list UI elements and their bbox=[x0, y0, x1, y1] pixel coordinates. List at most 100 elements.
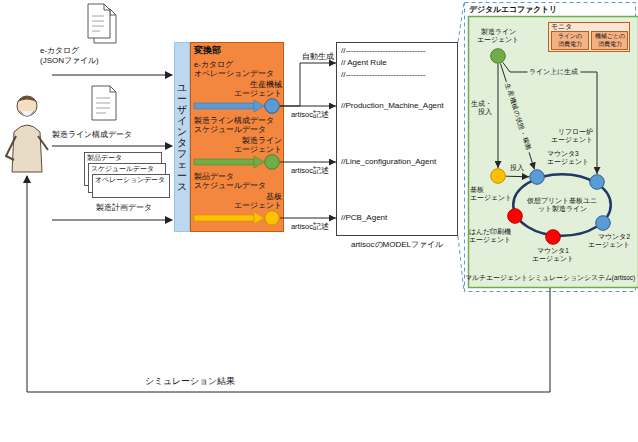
code-line: //PCB_Agent bbox=[341, 213, 387, 223]
model-file-box-fill bbox=[337, 43, 458, 236]
file-caption: artisocのMODELファイル bbox=[351, 240, 443, 250]
circle-outline bbox=[595, 215, 611, 231]
monitor-box: モニタラインの 消費電力機械ごとの 消費電力 bbox=[548, 22, 630, 52]
agent-node: 製造ライン エージェント bbox=[490, 48, 506, 64]
connector bbox=[280, 162, 336, 163]
interface-band: ユーザインタフェース bbox=[174, 42, 190, 232]
person-arm bbox=[38, 136, 48, 150]
data-label: 製造ライン構成データ スケジュールデータ bbox=[194, 116, 274, 134]
power-box: 機械ごとの 消費電力 bbox=[591, 31, 628, 50]
input-arrow bbox=[52, 75, 172, 76]
circle-outline bbox=[589, 174, 605, 190]
document-fold bbox=[104, 4, 110, 10]
feedback-line bbox=[27, 176, 550, 392]
circle-outline bbox=[545, 229, 561, 245]
agent-node: リフロー炉 エージェント bbox=[589, 174, 605, 190]
power-box-fill bbox=[552, 32, 589, 50]
agent-name: マウンタ3 エージェント bbox=[547, 150, 589, 166]
document-lines bbox=[92, 16, 104, 31]
agent-node: 基板 エージェント bbox=[490, 168, 506, 184]
agent-dot bbox=[530, 170, 545, 185]
data-label: e-カタログ オペレーションデータ bbox=[194, 60, 274, 78]
system-title: マルチエージェントシミュレーションシステム(artisoc) bbox=[465, 274, 635, 282]
circle-outline bbox=[264, 154, 280, 170]
code-line: //Production_Machine_Agent bbox=[341, 101, 444, 111]
document-title: オペレーションデータ bbox=[95, 175, 165, 184]
converter-box-fill bbox=[191, 43, 284, 232]
edge-label: artisoc記述 bbox=[291, 222, 329, 231]
agent-name: 生産機械 エージェント bbox=[234, 80, 282, 98]
band-title: ユーザインタフェース bbox=[177, 82, 187, 192]
line-ring bbox=[513, 174, 611, 236]
circle-outline bbox=[529, 169, 545, 185]
edge-label: ライン上に生成 bbox=[527, 68, 580, 76]
frame-title: デジタルエコファクトリ bbox=[469, 5, 557, 15]
agent-name: 製造ライン エージェント bbox=[234, 136, 282, 154]
zoom-line bbox=[458, 2, 464, 42]
circle-outline bbox=[490, 48, 506, 64]
simulation-system-box-fill bbox=[469, 17, 638, 288]
zoom-line bbox=[458, 236, 464, 292]
conversion-bar bbox=[194, 103, 254, 109]
code-line: //------------------------------ bbox=[341, 46, 425, 56]
document-icon bbox=[92, 86, 116, 120]
connector bbox=[506, 176, 529, 178]
agent-dot bbox=[265, 99, 280, 114]
agent-dot bbox=[596, 216, 611, 231]
monitor-title: モニタ bbox=[551, 23, 572, 31]
circle-outline bbox=[264, 210, 280, 226]
connector bbox=[280, 63, 336, 106]
circle-outline bbox=[264, 98, 280, 114]
person-body bbox=[12, 125, 42, 172]
interface-band-fill bbox=[175, 43, 190, 232]
monitor-box-fill bbox=[549, 23, 630, 52]
agent-node: 製造ライン エージェント bbox=[264, 154, 280, 170]
agent-name: 基板 エージェント bbox=[234, 192, 282, 210]
power-label: 機械ごとの 消費電力 bbox=[595, 33, 625, 48]
result-label: シミュレーション結果 bbox=[145, 376, 235, 387]
conversion-bar bbox=[194, 215, 254, 221]
agent-node: マウンタ3 エージェント bbox=[529, 169, 545, 185]
power-box: ラインの 消費電力 bbox=[551, 31, 589, 50]
agent-name: リフロー炉 エージェント bbox=[551, 128, 593, 144]
digital-factory-frame: デジタルエコファクトリ仮想プリント基板ユニット製造ラインマルチエージェントシミュ… bbox=[464, 2, 636, 292]
agent-dot bbox=[491, 169, 506, 184]
edge-label: 投入 bbox=[510, 164, 524, 172]
person-head bbox=[17, 96, 37, 116]
document-box: オペレーションデータ bbox=[92, 174, 170, 198]
data-label: 製品データ スケジュールデータ bbox=[194, 172, 266, 190]
code-line: //------------------------------ bbox=[341, 70, 425, 80]
connector bbox=[503, 62, 597, 174]
conversion-head bbox=[254, 156, 264, 168]
connector bbox=[501, 64, 535, 170]
simulation-system-box: 仮想プリント基板ユニット製造ラインマルチエージェントシミュレーションシステム(a… bbox=[468, 16, 638, 288]
ring-title: 仮想プリント基板ユニット製造ライン bbox=[525, 197, 599, 213]
input-arrows bbox=[52, 75, 172, 220]
agent-node: マウンタ2 エージェント bbox=[595, 215, 611, 231]
document-fold bbox=[110, 86, 116, 92]
document-fold bbox=[110, 9, 116, 15]
edge-label: 生成・ 投入 bbox=[471, 100, 492, 116]
connector bbox=[280, 106, 336, 107]
agent-dot bbox=[265, 211, 280, 226]
conversion-bar bbox=[194, 159, 254, 165]
person-illustration bbox=[6, 96, 48, 172]
box-title: 変換部 bbox=[194, 45, 221, 56]
connector bbox=[280, 218, 336, 219]
agent-node: マウンタ1 エージェント bbox=[545, 229, 561, 245]
person-beard bbox=[20, 111, 34, 117]
edge-label: artisoc記述 bbox=[291, 166, 329, 175]
agent-dot bbox=[508, 209, 523, 224]
connector bbox=[498, 64, 499, 168]
agent-name: 基板 エージェント bbox=[470, 186, 512, 202]
person-hair bbox=[17, 96, 37, 102]
edge-label: 自動生成 bbox=[302, 52, 334, 61]
agent-node: 生産機械 エージェント bbox=[264, 98, 280, 114]
power-label: ラインの 消費電力 bbox=[558, 33, 582, 48]
input-label: 製造計画データ bbox=[96, 203, 152, 212]
conversion-head bbox=[254, 100, 264, 112]
